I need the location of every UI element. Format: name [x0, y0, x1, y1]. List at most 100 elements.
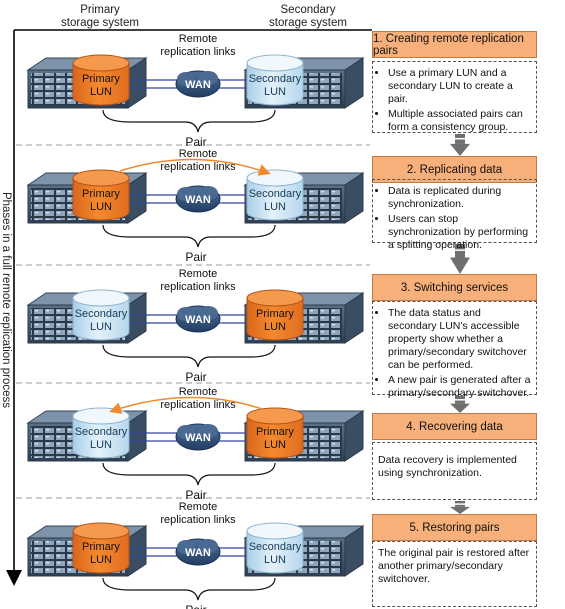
pair-brace: [102, 344, 276, 368]
wan-cloud-puff: [177, 307, 195, 321]
lun-top: [72, 54, 130, 72]
wan-label: WAN: [185, 194, 211, 206]
step5-title: 5. Restoring pairs: [372, 514, 537, 541]
links-label-line1: Remote: [179, 33, 218, 45]
step5-box: The original pair is restored after anot…: [372, 541, 537, 607]
lun-label-line2: LUN: [264, 321, 286, 333]
wan-cloud: WAN: [175, 305, 221, 333]
wan-cloud-puff: [198, 306, 218, 320]
lun-label-line2: LUN: [264, 554, 286, 566]
primary-storage-header: Primary storage system: [55, 4, 145, 30]
lun-body: [246, 416, 304, 459]
pair-brace: [102, 109, 276, 133]
lun-top: [246, 407, 304, 425]
lun-label-line1: Primary: [82, 188, 120, 200]
step1-bullet-2: Multiple associated pairs can form a con…: [388, 108, 531, 134]
wan-cloud-puff: [177, 425, 195, 439]
step3-bullet-2: A new pair is generated after a primary/…: [388, 374, 531, 400]
wan-cloud-puff: [177, 72, 195, 86]
pair-brace: [102, 462, 276, 486]
lun-label-line1: Secondary: [75, 308, 128, 320]
wan-cloud-puff: [198, 539, 218, 553]
pair-label: Pair: [185, 135, 206, 149]
lun-label-line2: LUN: [264, 86, 286, 98]
arrow-stripe: [455, 137, 465, 140]
step1-bullet-1: Use a primary LUN and a secondary LUN to…: [388, 67, 531, 106]
links-label-line2: replication links: [160, 281, 236, 293]
step2-title: 2. Replicating data: [372, 156, 537, 183]
lun-top: [72, 407, 130, 425]
arrow-stripe: [455, 249, 465, 251]
lun-label-line2: LUN: [90, 439, 112, 451]
step4-box: Data recovery is implemented using synch…: [372, 442, 537, 500]
vertical-label-text: Phases in a full remote replication proc…: [0, 191, 12, 409]
pair-label: Pair: [185, 250, 206, 264]
lun-body: [72, 298, 130, 341]
lun-label-line1: Secondary: [249, 188, 302, 200]
lun-label-line1: Primary: [82, 541, 120, 553]
secondary-storage-header: Secondary storage system: [258, 4, 358, 30]
wan-cloud-puff: [177, 187, 195, 201]
arrow-head: [450, 143, 470, 156]
wan-cloud: WAN: [175, 538, 221, 566]
lun-body: [246, 63, 304, 106]
lun-body: [246, 178, 304, 221]
wan-cloud: WAN: [175, 423, 221, 451]
arrow-head: [450, 403, 470, 413]
step2-box: Data is replicated during synchronizatio…: [372, 179, 537, 251]
lun-label-line2: LUN: [90, 554, 112, 566]
arrow-stripe: [455, 503, 465, 505]
wan-cloud: WAN: [175, 185, 221, 213]
pair-brace: [102, 224, 276, 248]
pair-label: Pair: [185, 488, 206, 502]
links-label-line2: replication links: [160, 514, 236, 526]
links-label-line2: replication links: [160, 46, 236, 58]
wan-cloud-puff: [177, 540, 195, 554]
step4-text: Data recovery is implemented using synch…: [378, 454, 517, 479]
pair-brace: [102, 577, 276, 601]
replication-direction-arrow: [119, 158, 271, 176]
secondary-header-line1: Secondary: [280, 4, 336, 16]
primary-header-line2: storage system: [61, 17, 139, 29]
primary-header-line1: Primary: [80, 4, 120, 16]
lun-top: [72, 169, 130, 187]
lun-label-line1: Secondary: [249, 73, 302, 85]
links-label-line1: Remote: [179, 501, 218, 513]
wan-label: WAN: [185, 79, 211, 91]
step5-text: The original pair is restored after anot…: [378, 547, 530, 585]
wan-label: WAN: [185, 432, 211, 444]
links-label-line1: Remote: [179, 386, 218, 398]
lun-body: [246, 298, 304, 341]
links-label-line2: replication links: [160, 399, 236, 411]
lun-label-line2: LUN: [90, 201, 112, 213]
links-label-line1: Remote: [179, 268, 218, 280]
arrow-head: [450, 506, 470, 514]
arrow-head: [450, 257, 470, 274]
lun-body: [72, 178, 130, 221]
lun-body: [246, 531, 304, 574]
links-label-line1: Remote: [179, 148, 218, 160]
wan-cloud-puff: [198, 186, 218, 200]
step2-bullet-1: Data is replicated during synchronizatio…: [388, 185, 531, 211]
lun-body: [72, 63, 130, 106]
lun-top: [246, 169, 304, 187]
lun-label-line1: Primary: [82, 73, 120, 85]
step3-box: The data status and secondary LUN's acce…: [372, 301, 537, 399]
replication-direction-arrow: [109, 396, 263, 414]
lun-body: [72, 416, 130, 459]
step3-bullet-1: The data status and secondary LUN's acce…: [388, 307, 531, 372]
